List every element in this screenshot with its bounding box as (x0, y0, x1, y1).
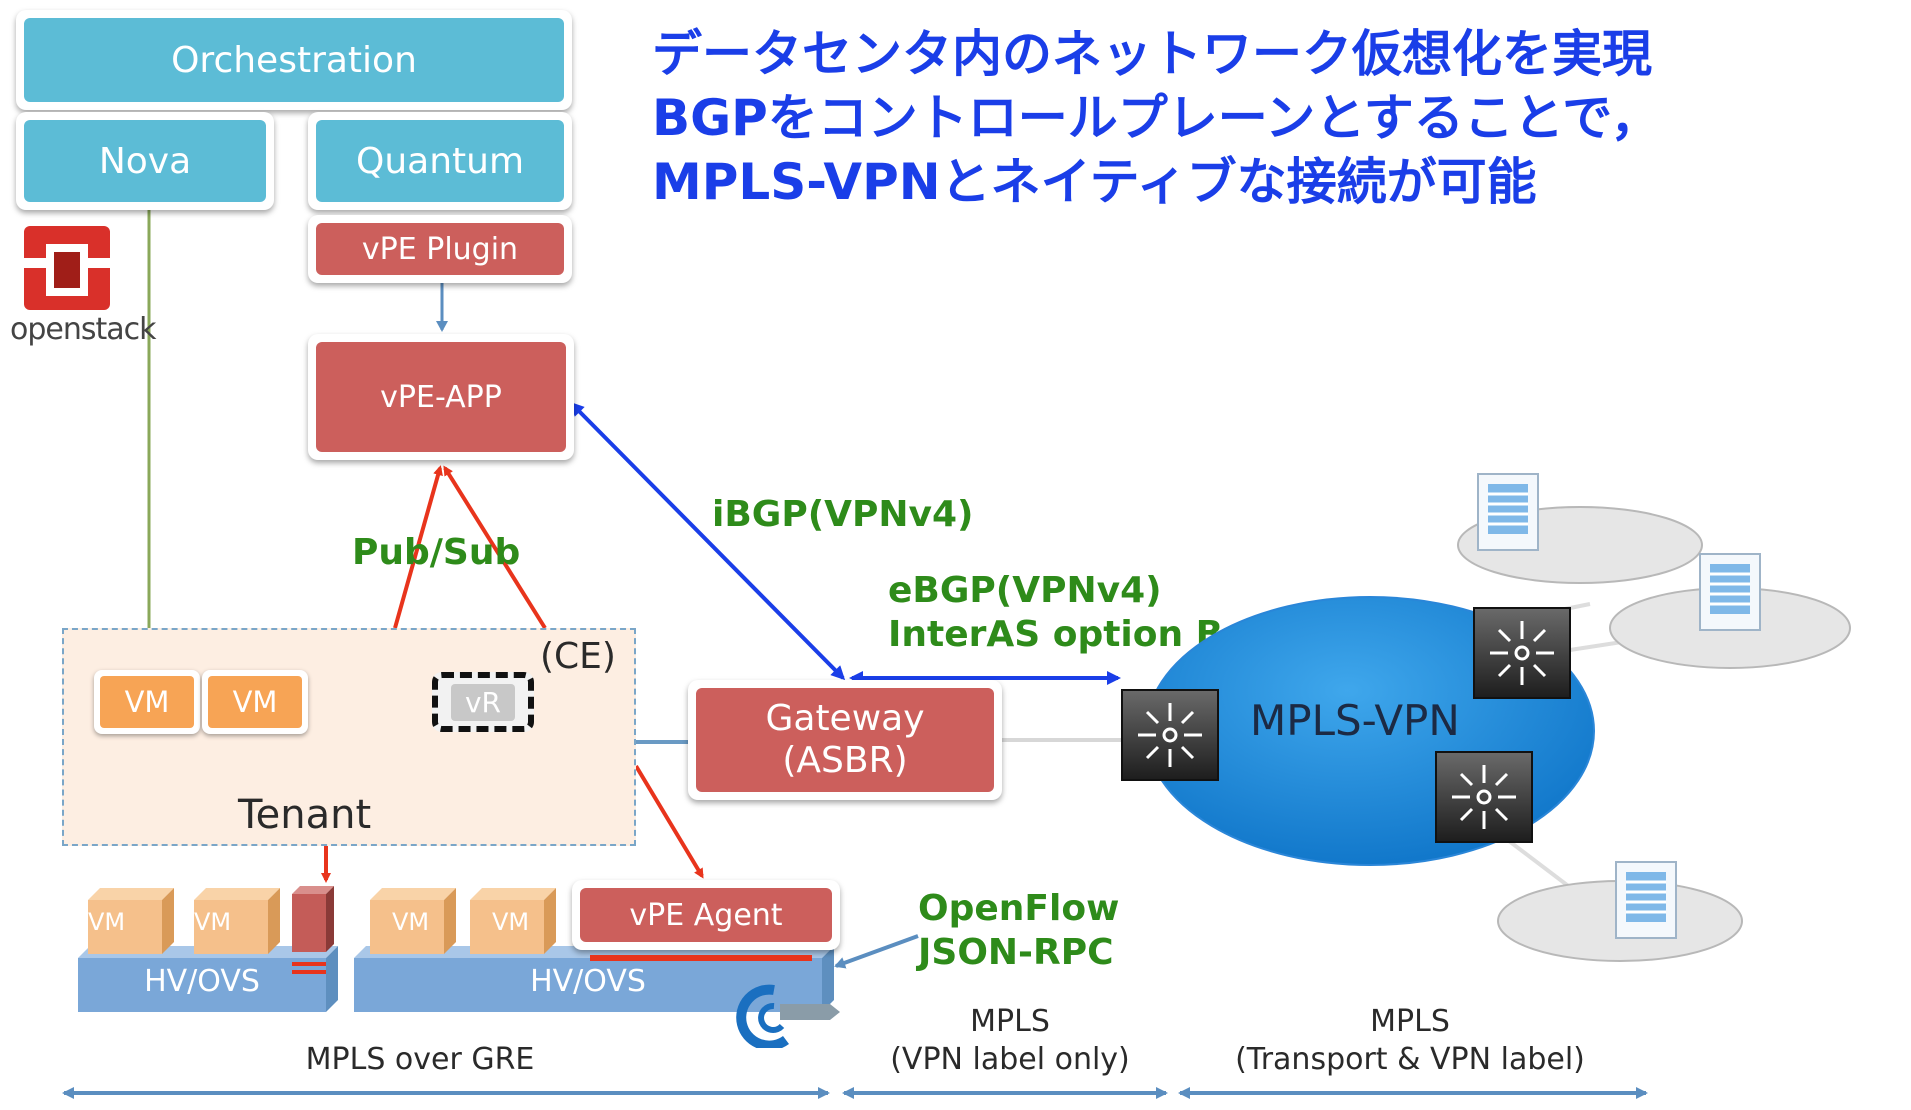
tenant-vm-1-label: VM (100, 676, 194, 728)
title-line-2: BGPをコントロールプレーンとすることで， (652, 89, 1661, 147)
nova-label: Nova (24, 120, 266, 202)
vpe-app-label: vPE-APP (316, 342, 566, 452)
mpls-transport-label-2: (Transport & VPN label) (1235, 1042, 1585, 1077)
quantum-box: Quantum (308, 112, 572, 210)
right-host-hv-label: HV/OVS (530, 964, 646, 999)
tenant-area (62, 628, 636, 846)
pubsub-arrow-left (393, 465, 443, 629)
left-host-vm-1: VM (88, 908, 126, 936)
router-icon-2 (1473, 607, 1571, 699)
mpls-vpn-only-label-2: (VPN label only) (890, 1042, 1130, 1077)
title-line-3: MPLS-VPNとネイティブな接続が可能 (652, 153, 1537, 211)
vpe-plugin-label: vPE Plugin (316, 223, 564, 275)
jsonrpc-label: JSON-RPC (918, 932, 1114, 973)
openflow-arrow (834, 934, 919, 969)
vpe-app-box: vPE-APP (308, 334, 574, 460)
openstack-logo-text: openstack (10, 312, 157, 347)
openflow-label: OpenFlow (918, 888, 1120, 929)
left-host-vm-2: VM (194, 908, 232, 936)
vpe-agent-box: vPE Agent (572, 880, 840, 950)
server-icon-2 (1699, 553, 1761, 631)
mpls-vpn-only-label-1: MPLS (970, 1004, 1050, 1039)
quantum-label: Quantum (316, 120, 564, 202)
ce-label: (CE) (540, 636, 616, 677)
left-host-hv-label: HV/OVS (144, 964, 260, 999)
tenant-vm-1: VM (94, 670, 200, 734)
vpe-agent-red-bar (590, 955, 812, 961)
pubsub-label: Pub/Sub (352, 532, 521, 573)
openflow-logo-icon (736, 984, 840, 1048)
mpls-transport-label-1: MPLS (1370, 1004, 1450, 1039)
ebgp-label: eBGP(VPNv4) (888, 570, 1162, 611)
interas-label: InterAS option B (888, 614, 1224, 655)
router-icon-1 (1121, 689, 1219, 781)
tenant-vm-2: VM (202, 670, 308, 734)
asbr-label: (ASBR) (782, 740, 908, 781)
right-host-vm-2: VM (492, 908, 530, 936)
orchestration-box: Orchestration (16, 10, 572, 110)
left-host-graphic (78, 886, 338, 1012)
title-line-1: データセンタ内のネットワーク仮想化を実現 (652, 25, 1652, 83)
mpls-over-gre-label: MPLS over GRE (305, 1042, 535, 1077)
tenant-vm-2-label: VM (208, 676, 302, 728)
tenant-label: Tenant (238, 792, 372, 838)
nova-box: Nova (16, 112, 274, 210)
gateway-label: Gateway (765, 698, 925, 739)
pubsub-arrow-right (443, 465, 547, 630)
tenant-to-agent-arrow (634, 764, 704, 879)
right-host-vm-1: VM (392, 908, 430, 936)
vr-box: vR (432, 672, 534, 732)
vpe-plugin-box: vPE Plugin (308, 215, 572, 283)
ibgp-arrow (569, 401, 846, 681)
mpls-vpn-label: MPLS-VPN (1250, 696, 1460, 745)
server-icon-1 (1477, 473, 1539, 551)
router-icon-3 (1435, 751, 1533, 843)
server-icon-3 (1615, 861, 1677, 939)
gateway-box: Gateway (ASBR) (688, 680, 1002, 800)
vpe-agent-label: vPE Agent (580, 888, 832, 942)
openstack-logo-icon (24, 226, 110, 310)
vr-label: vR (450, 683, 516, 721)
orchestration-label: Orchestration (24, 18, 564, 102)
ibgp-label: iBGP(VPNv4) (712, 494, 974, 535)
